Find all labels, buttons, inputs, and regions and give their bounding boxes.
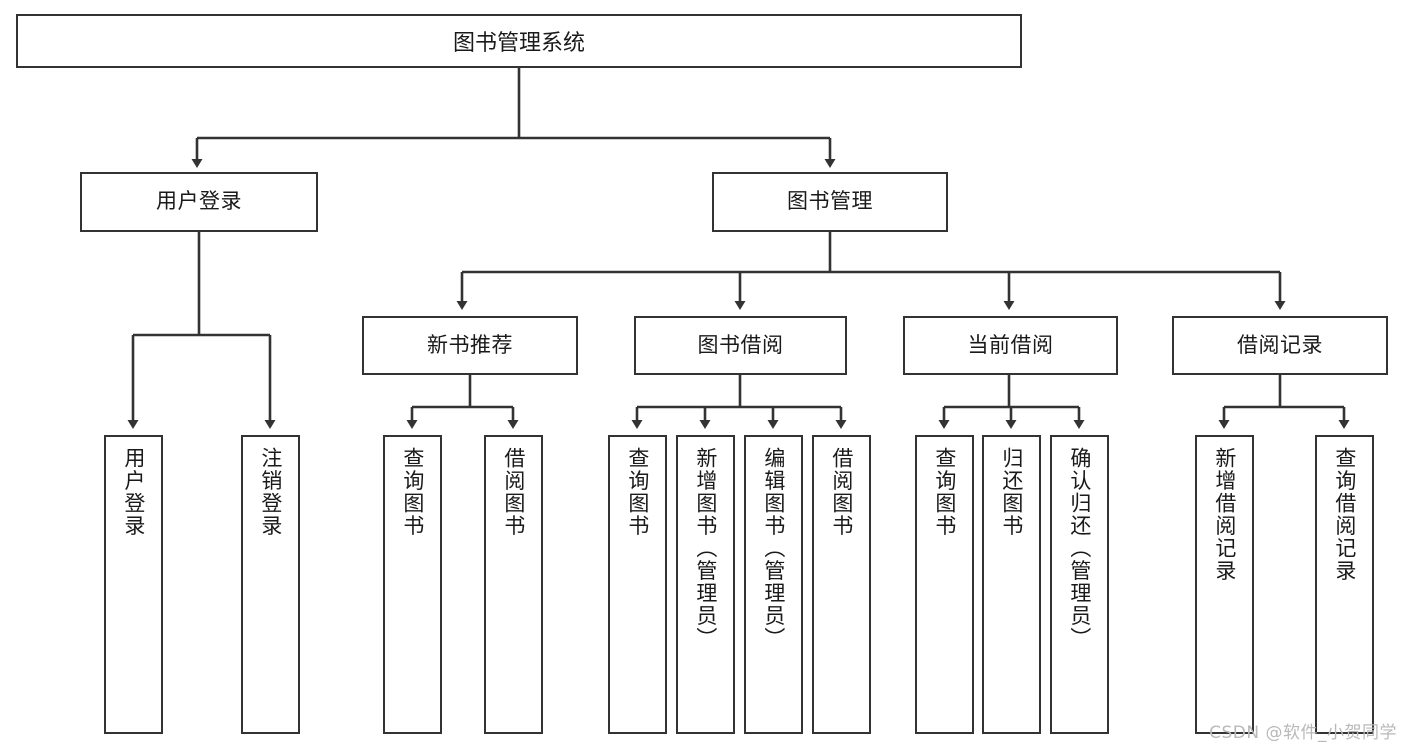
leaf-add-book-label: 新增图书（管理员）	[693, 447, 718, 650]
node-book-management[interactable]: 图书管理	[712, 172, 948, 232]
node-new-book-recommend[interactable]: 新书推荐	[362, 316, 578, 375]
leaf-query-book-2[interactable]: 查询图书	[608, 435, 667, 734]
leaf-user-login-label: 用户登录	[121, 447, 146, 537]
leaf-query-book-3[interactable]: 查询图书	[915, 435, 974, 734]
node-borrow-record-label: 借阅记录	[1237, 332, 1323, 357]
leaf-add-book[interactable]: 新增图书（管理员）	[676, 435, 735, 734]
leaf-return-book[interactable]: 归还图书	[982, 435, 1041, 734]
leaf-borrow-book-2[interactable]: 借阅图书	[812, 435, 871, 734]
leaf-confirm-return[interactable]: 确认归还（管理员）	[1050, 435, 1109, 734]
node-book-management-label: 图书管理	[787, 189, 873, 214]
leaf-query-book-2-label: 查询图书	[625, 447, 650, 537]
leaf-query-borrow-record[interactable]: 查询借阅记录	[1315, 435, 1374, 734]
node-new-book-recommend-label: 新书推荐	[427, 332, 513, 357]
node-user-login-label: 用户登录	[156, 189, 242, 214]
leaf-logout-login-label: 注销登录	[258, 447, 283, 537]
leaf-query-book-1[interactable]: 查询图书	[383, 435, 442, 734]
leaf-query-book-1-label: 查询图书	[400, 447, 425, 537]
node-borrow-record[interactable]: 借阅记录	[1172, 316, 1388, 375]
leaf-query-borrow-record-label: 查询借阅记录	[1332, 447, 1357, 582]
leaf-user-login[interactable]: 用户登录	[104, 435, 163, 734]
node-current-borrow-label: 当前借阅	[967, 332, 1054, 357]
node-book-borrow[interactable]: 图书借阅	[634, 316, 847, 375]
leaf-borrow-book-1-label: 借阅图书	[501, 447, 526, 537]
leaf-query-book-3-label: 查询图书	[932, 447, 957, 537]
leaf-return-book-label: 归还图书	[999, 447, 1024, 537]
leaf-add-borrow-record-label: 新增借阅记录	[1212, 447, 1237, 582]
watermark: CSDN @软件_小贺同学	[1209, 723, 1397, 743]
leaf-confirm-return-label: 确认归还（管理员）	[1067, 447, 1092, 650]
leaf-edit-book-label: 编辑图书（管理员）	[761, 447, 786, 650]
leaf-borrow-book-1[interactable]: 借阅图书	[484, 435, 543, 734]
leaf-add-borrow-record[interactable]: 新增借阅记录	[1195, 435, 1254, 734]
node-user-login[interactable]: 用户登录	[80, 172, 318, 232]
node-root-label: 图书管理系统	[452, 31, 585, 56]
node-current-borrow[interactable]: 当前借阅	[903, 316, 1118, 375]
node-root[interactable]: 图书管理系统	[16, 14, 1022, 68]
leaf-edit-book[interactable]: 编辑图书（管理员）	[744, 435, 803, 734]
leaf-logout-login[interactable]: 注销登录	[241, 435, 300, 734]
node-book-borrow-label: 图书借阅	[697, 332, 784, 357]
leaf-borrow-book-2-label: 借阅图书	[829, 447, 854, 537]
